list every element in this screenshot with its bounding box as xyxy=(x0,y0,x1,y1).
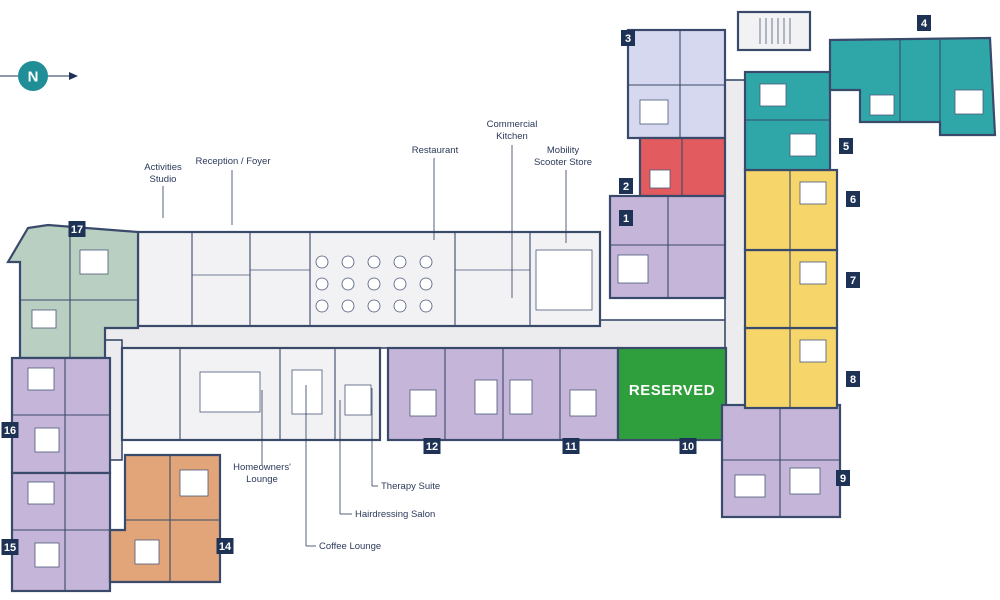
unit-number: 9 xyxy=(840,473,846,485)
unit-badge-2: 2 xyxy=(619,178,633,194)
unit-number: 17 xyxy=(71,224,83,236)
unit-4-apartment[interactable] xyxy=(828,36,997,137)
dining-table xyxy=(367,277,381,291)
dining-table xyxy=(367,299,381,313)
dining-table xyxy=(341,255,355,269)
unit-badge-5: 5 xyxy=(839,138,853,154)
unit-badge-15: 15 xyxy=(1,539,19,555)
dining-table xyxy=(341,299,355,313)
unit-number: 16 xyxy=(4,425,16,437)
label-activities-line1: Activities xyxy=(144,162,182,173)
compass-letter: N xyxy=(28,69,39,86)
unit-badge-10: 10 xyxy=(679,438,697,454)
label-activities-line2: Studio xyxy=(150,174,177,185)
unit-badge-3: 3 xyxy=(621,30,635,46)
reserved-label: RESERVED xyxy=(629,382,715,399)
dining-table xyxy=(315,277,329,291)
north-arrow-icon xyxy=(69,72,78,80)
unit-number: 6 xyxy=(850,194,856,206)
label-restaurant: Restaurant xyxy=(412,145,459,156)
label-coffee: Coffee Lounge xyxy=(319,541,381,552)
dining-table xyxy=(393,277,407,291)
unit-badge-16: 16 xyxy=(1,422,19,438)
dining-table xyxy=(419,255,433,269)
label-mobility-line2: Scooter Store xyxy=(534,157,592,168)
label-therapy: Therapy Suite xyxy=(381,481,440,492)
unit-number: 14 xyxy=(219,541,232,553)
label-lounge-line1: Homeowners' xyxy=(233,462,291,473)
dining-table xyxy=(341,277,355,291)
unit-number: 4 xyxy=(921,18,928,30)
unit-badge-7: 7 xyxy=(846,272,860,288)
unit-number: 15 xyxy=(4,542,16,554)
unit-number: 1 xyxy=(623,213,629,225)
label-hair: Hairdressing Salon xyxy=(355,509,435,520)
unit-number: 7 xyxy=(850,275,856,287)
unit-9-apartment[interactable] xyxy=(720,403,842,519)
label-lounge-line2: Lounge xyxy=(246,474,278,485)
unit-badge-4: 4 xyxy=(917,15,931,31)
unit-badge-9: 9 xyxy=(836,470,850,486)
unit-number: 5 xyxy=(843,141,849,153)
label-kitchen-line2: Kitchen xyxy=(496,131,528,142)
unit-15-apartment[interactable] xyxy=(10,471,112,593)
unit-badge-12: 12 xyxy=(423,438,441,454)
unit-5-apartment[interactable] xyxy=(743,70,832,172)
unit-number: 11 xyxy=(565,441,577,453)
unit-badge-14: 14 xyxy=(216,538,234,554)
unit-badge-1: 1 xyxy=(619,210,633,226)
dining-table xyxy=(393,299,407,313)
unit-number: 2 xyxy=(623,181,629,193)
unit-number: 3 xyxy=(625,33,631,45)
dining-table xyxy=(367,255,381,269)
unit-badge-6: 6 xyxy=(846,191,860,207)
restaurant-tables xyxy=(315,255,433,313)
north-compass: N xyxy=(0,61,78,91)
east-corridor xyxy=(724,79,748,411)
unit-badge-17: 17 xyxy=(68,221,86,237)
unit-10-reserved[interactable] xyxy=(616,346,728,442)
label-kitchen-line1: Commercial xyxy=(487,119,538,130)
unit-number: 8 xyxy=(850,374,856,386)
stair-core xyxy=(736,10,812,52)
unit-badge-8: 8 xyxy=(846,371,860,387)
dining-table xyxy=(419,277,433,291)
communal-north-block xyxy=(136,230,602,328)
dining-table xyxy=(419,299,433,313)
label-reception: Reception / Foyer xyxy=(196,156,271,167)
label-mobility-line1: Mobility xyxy=(547,145,579,156)
dining-table xyxy=(315,299,329,313)
dining-table xyxy=(315,255,329,269)
dining-table xyxy=(393,255,407,269)
unit-number: 12 xyxy=(426,441,438,453)
unit-number: 10 xyxy=(682,441,694,453)
unit-badge-11: 11 xyxy=(562,438,580,454)
